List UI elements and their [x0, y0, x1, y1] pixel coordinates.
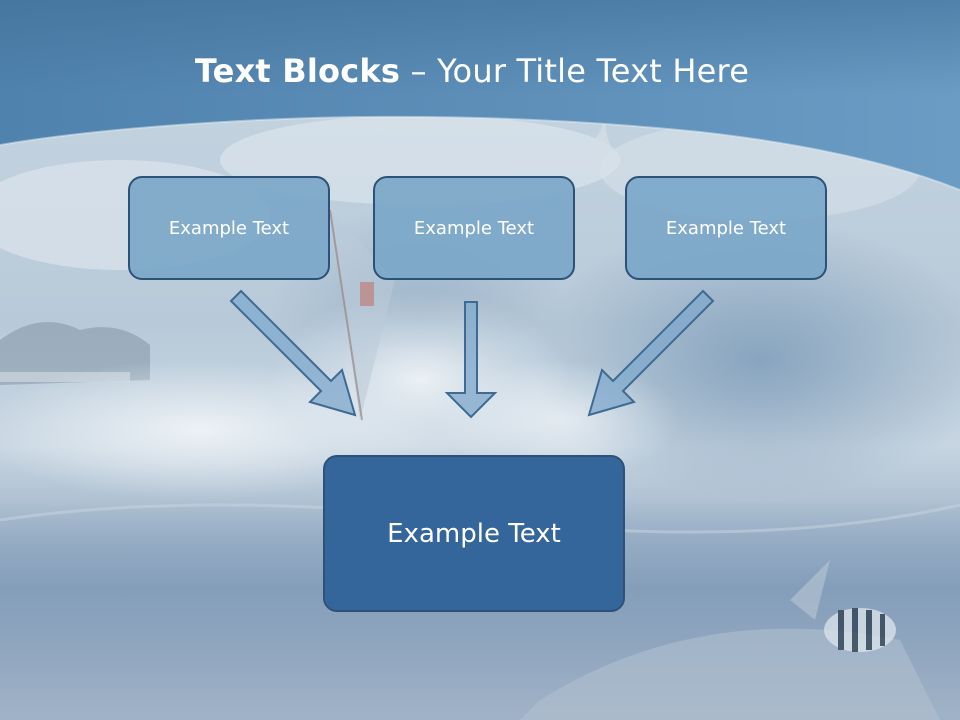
- top-box-2-label: Example Text: [413, 217, 535, 239]
- top-box-3-label: Example Text: [665, 217, 787, 239]
- slide-title: Text Blocks – Your Title Text Here: [0, 52, 944, 90]
- top-box-1-label: Example Text: [168, 217, 290, 239]
- top-box-2[interactable]: Example Text: [373, 176, 575, 280]
- bottom-box-label: Example Text: [387, 518, 561, 549]
- title-bold: Text Blocks: [194, 52, 401, 90]
- top-box-1[interactable]: Example Text: [128, 176, 330, 280]
- top-box-3[interactable]: Example Text: [625, 176, 827, 280]
- title-rest: Your Title Text Here: [437, 52, 750, 90]
- bottom-box[interactable]: Example Text: [323, 455, 625, 612]
- title-separator: –: [400, 52, 438, 90]
